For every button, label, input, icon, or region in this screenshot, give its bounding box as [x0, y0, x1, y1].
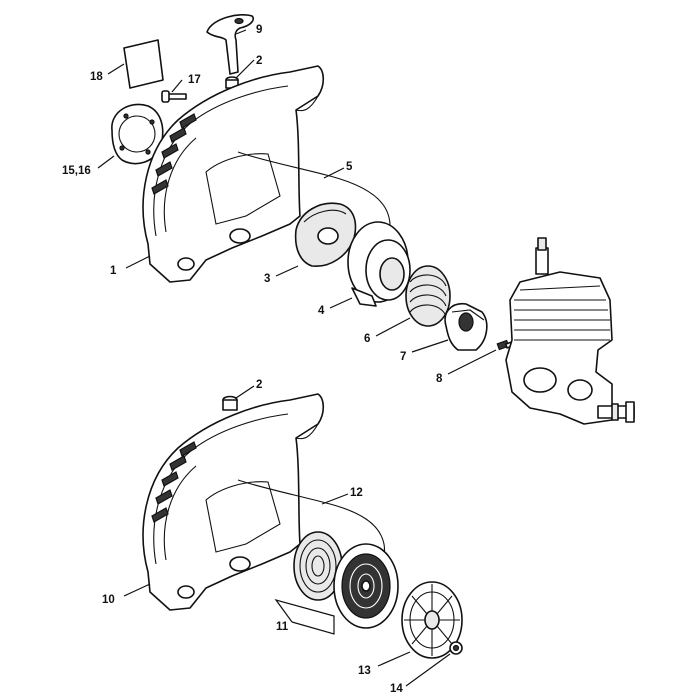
callout-12: 12 — [350, 487, 363, 499]
part-3-pawl-plate — [294, 202, 357, 267]
part-7-spring-housing — [444, 302, 488, 351]
callout-3: 3 — [264, 273, 270, 285]
part-11-rope-rotor — [333, 543, 399, 629]
callout-17: 17 — [188, 74, 201, 86]
part-2-grommet-bottom — [222, 395, 238, 411]
part-14-nut — [449, 641, 463, 655]
part-4-rope-rotor — [347, 221, 411, 307]
part-1-fan-housing — [142, 65, 325, 283]
part-10-fan-housing — [142, 393, 325, 611]
part-6-rewind-spring — [405, 265, 451, 327]
part-18-plate — [123, 39, 164, 89]
callout-1: 1 — [110, 265, 117, 277]
part-15-16-ring-plate — [111, 103, 164, 165]
callout-6: 6 — [364, 333, 370, 345]
callout-10: 10 — [102, 594, 115, 606]
callout-14: 14 — [390, 683, 403, 695]
part-13-cover-plate — [401, 581, 463, 659]
callout-2-top: 2 — [256, 55, 262, 67]
callout-5: 5 — [346, 161, 353, 173]
callout-8: 8 — [436, 373, 443, 385]
leader-lines — [97, 29, 497, 687]
callout-13: 13 — [358, 665, 371, 677]
callout-2-bottom: 2 — [256, 379, 262, 391]
callout-7: 7 — [400, 351, 406, 363]
engine-cylinder-assembly — [505, 237, 635, 425]
callout-4: 4 — [318, 305, 325, 317]
callout-18: 18 — [90, 71, 103, 83]
callout-11: 11 — [276, 621, 289, 633]
callout-15-16: 15,16 — [62, 165, 91, 177]
part-17-screw — [161, 90, 187, 103]
callout-9: 9 — [256, 24, 262, 36]
part-9-starter-grip — [206, 14, 255, 75]
